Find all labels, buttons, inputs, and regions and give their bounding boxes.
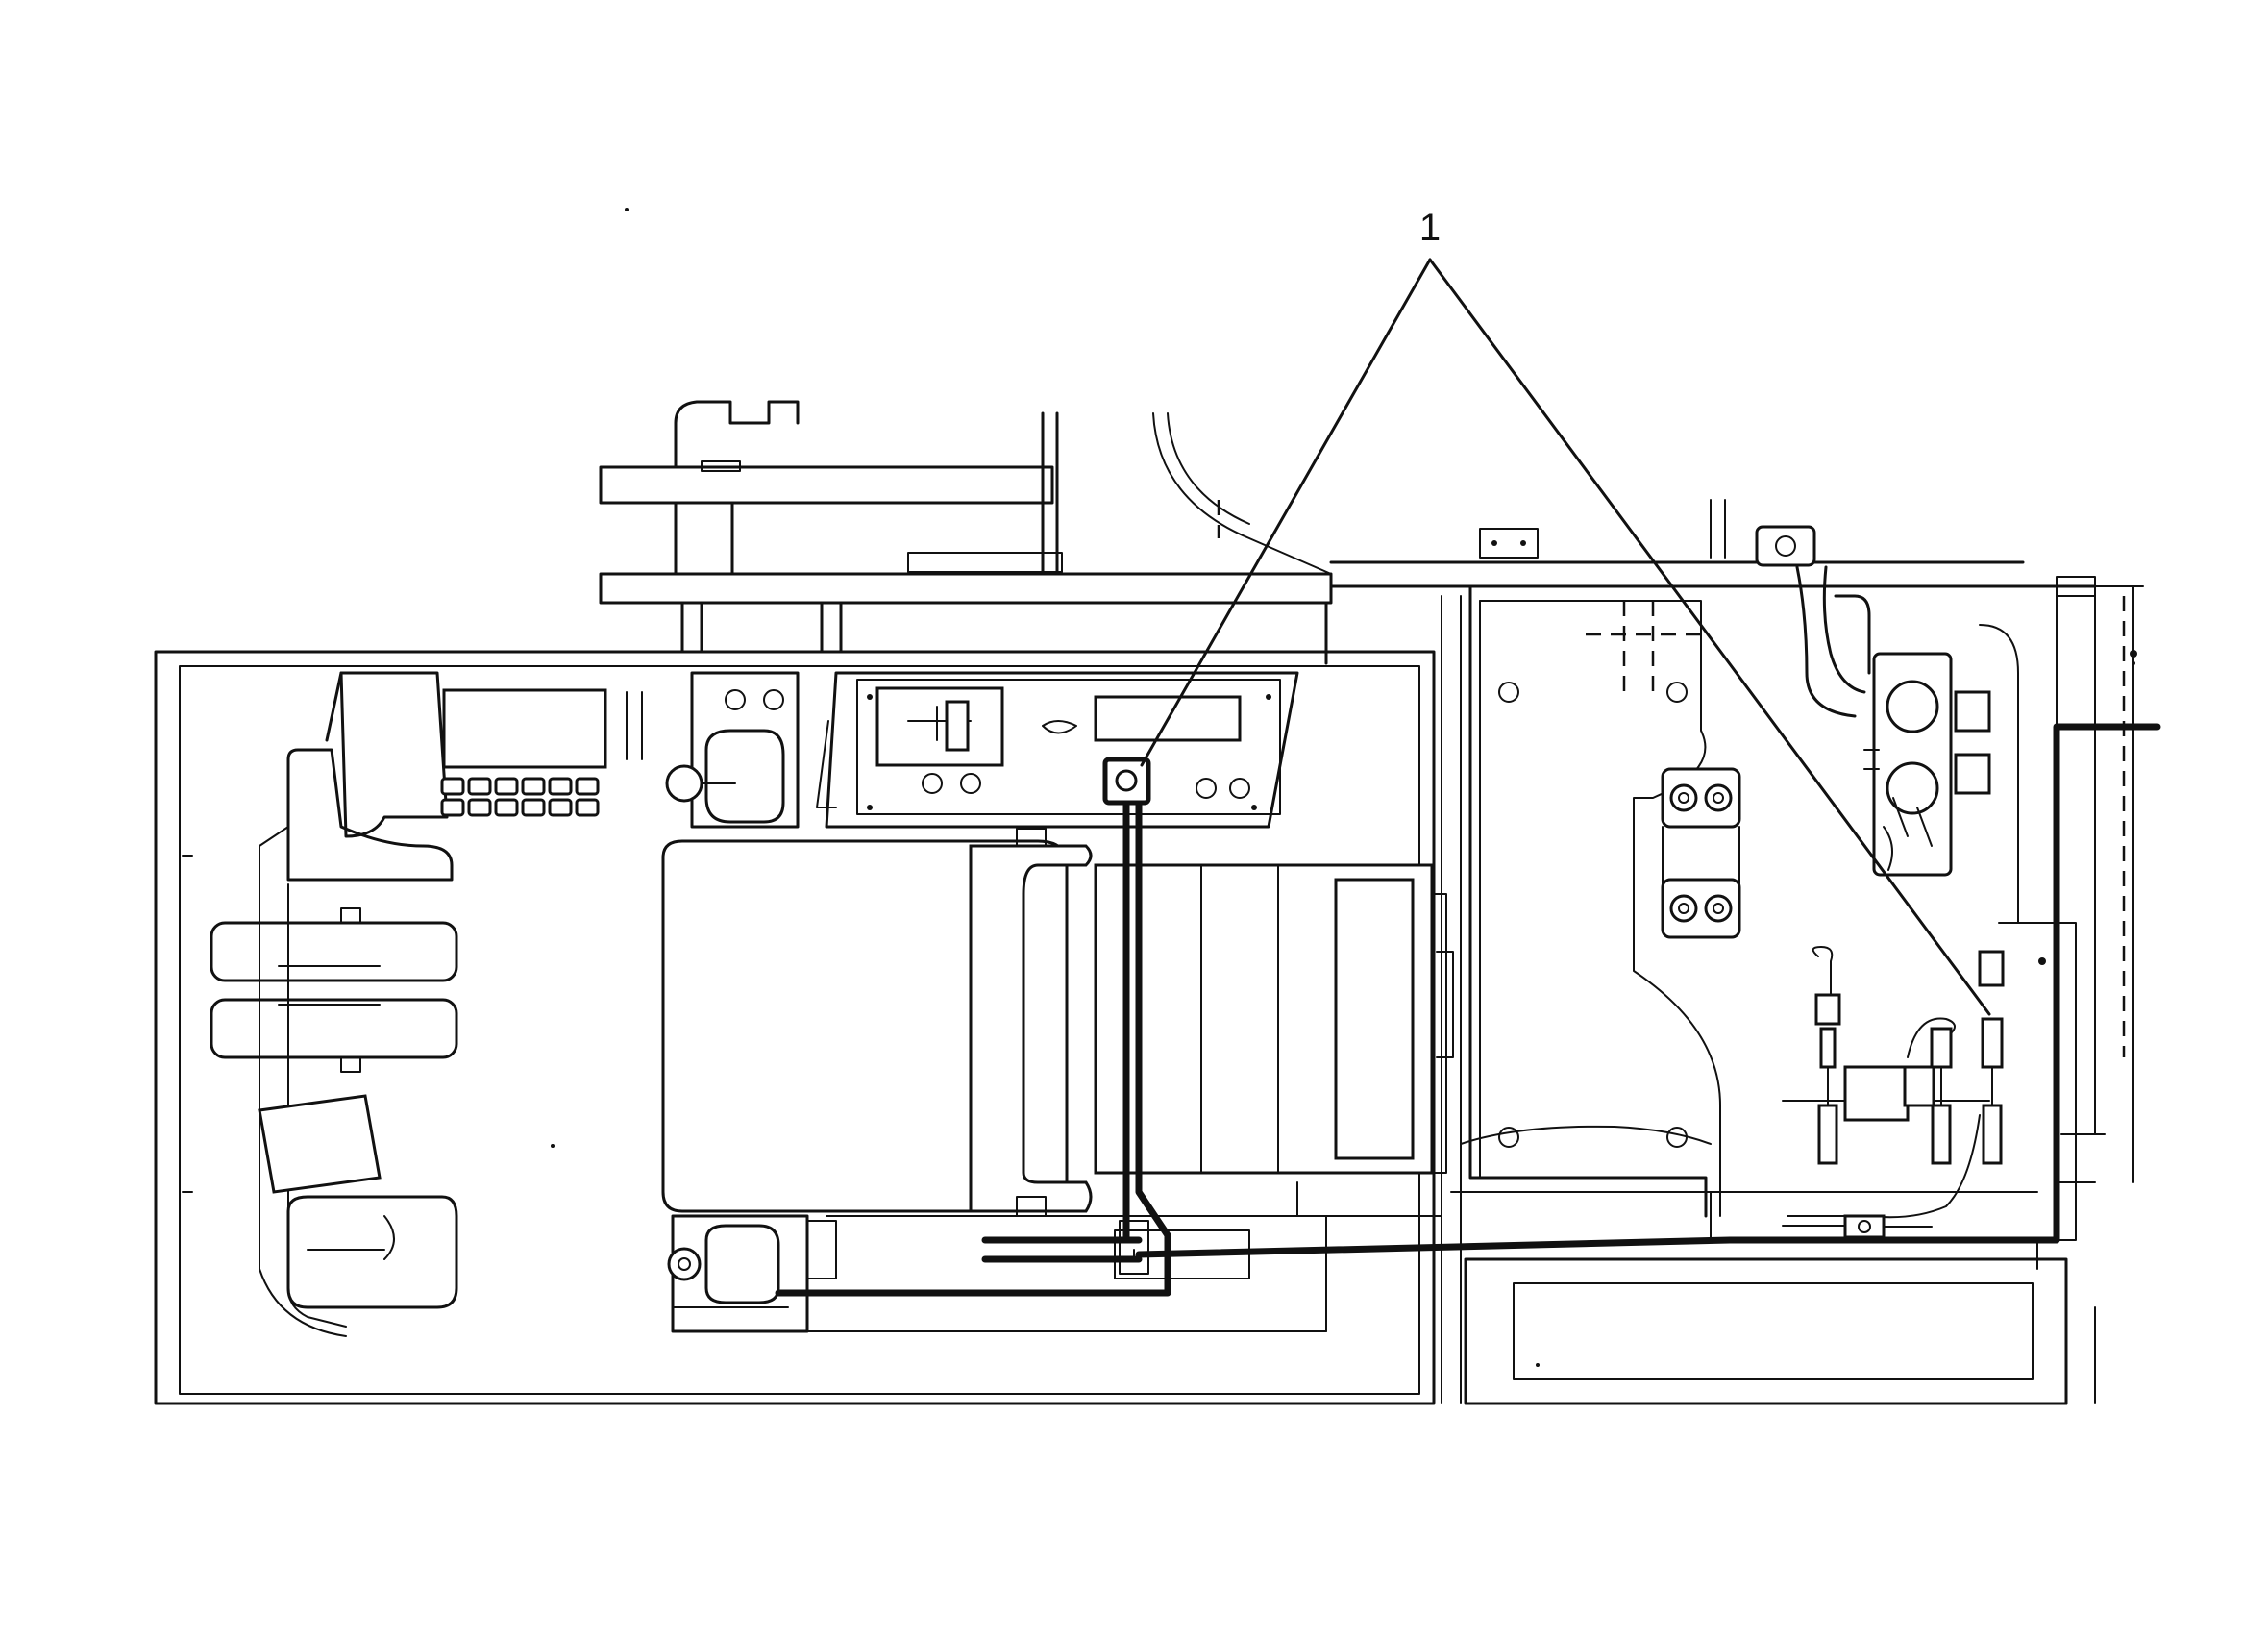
upper-frame-structure [599, 400, 1333, 665]
hydraulic-pump-assembly [1710, 499, 2019, 924]
operator-seat [661, 828, 1454, 1217]
right-side-frame [1329, 528, 2144, 1405]
pilot-hose [1460, 1125, 1712, 1145]
inline-connector [1782, 1214, 1933, 1239]
valve-block-upper [1661, 767, 1741, 939]
callout-label: 1 [1419, 207, 1441, 249]
left-console [325, 671, 643, 838]
scan-marks [551, 208, 2135, 1367]
instrument-panel [816, 671, 1299, 829]
harness-right [1135, 723, 2161, 1258]
leader-line-switch [1140, 258, 1432, 767]
cab-floor-outline [154, 595, 1462, 1405]
right-joystick [667, 1214, 1327, 1333]
pressure-sensor-cluster [1782, 946, 2005, 1219]
keypad [440, 777, 600, 817]
left-joystick [665, 671, 800, 829]
leader-line-sensor [1428, 258, 1991, 1016]
callout-1: 1 [1140, 207, 1991, 1016]
harness-cab [775, 800, 1171, 1297]
pedal-area [210, 748, 458, 1337]
